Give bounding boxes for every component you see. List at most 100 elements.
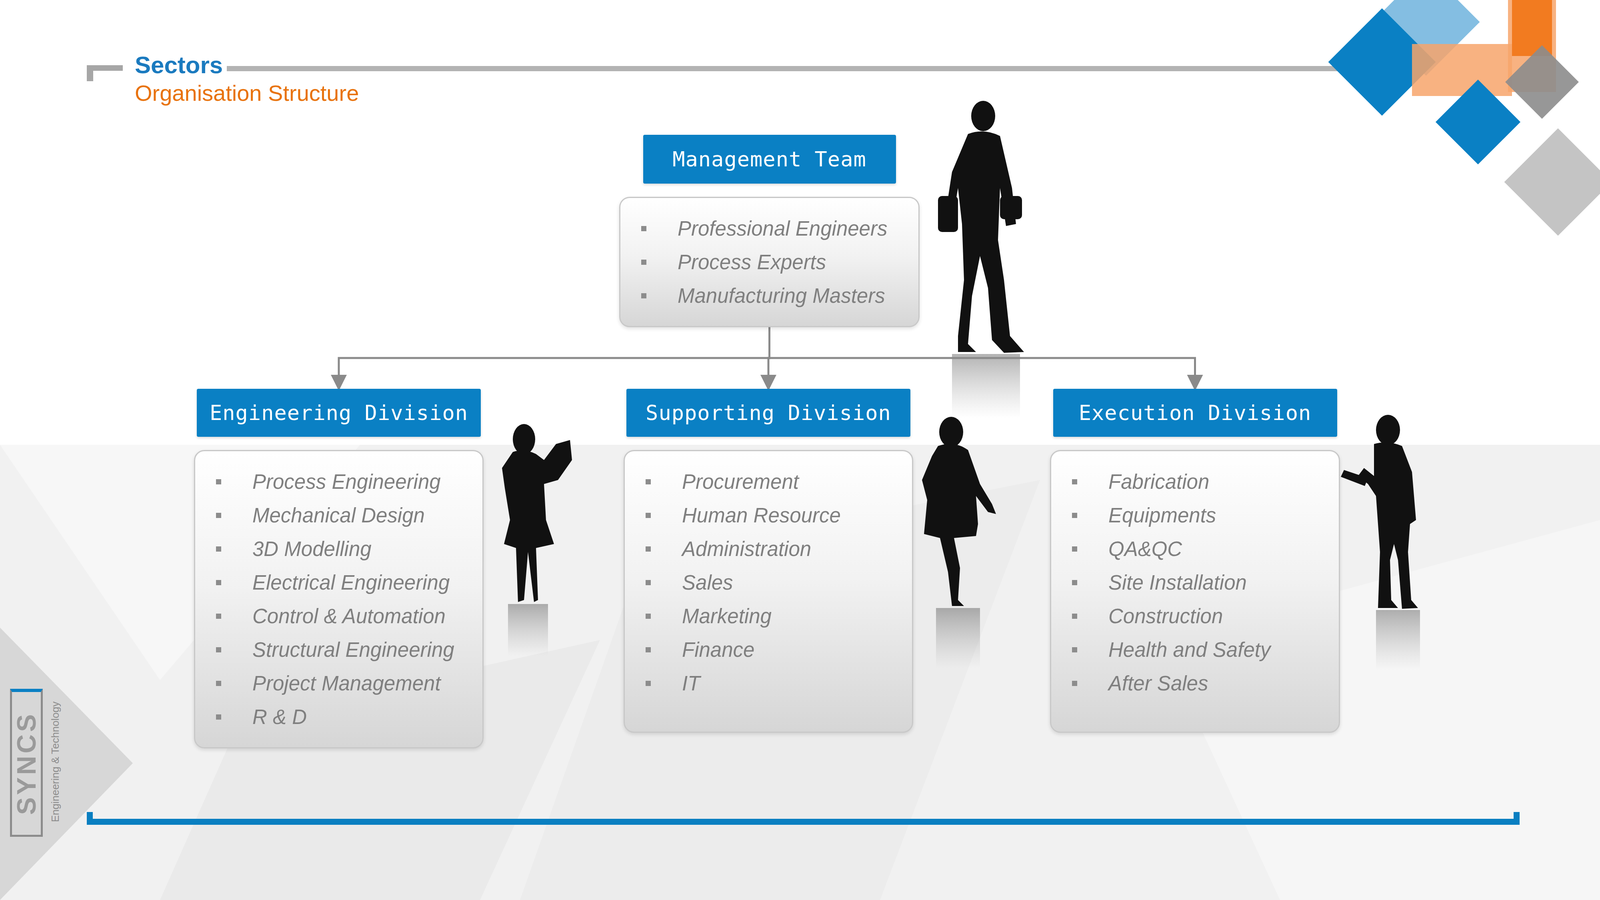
list-text: QA&QC (1108, 537, 1182, 561)
bullet-square (1072, 580, 1078, 586)
list-text: Mechanical Design (252, 503, 425, 528)
bullet-square (216, 647, 222, 653)
list-item: Process Experts (620, 245, 919, 279)
list-item: Procurement (624, 464, 912, 499)
bullet-square (216, 580, 222, 586)
page-subtitle: Organisation Structure (134, 80, 359, 106)
list-text: Electrical Engineering (252, 570, 450, 595)
list-item: After Sales (1051, 666, 1339, 700)
bullet-square (1072, 613, 1078, 619)
list-item: Site Installation (1051, 565, 1339, 600)
bullet-square (645, 546, 651, 552)
list-item: Equipments (1051, 498, 1339, 532)
header-text: Execution Division (1078, 400, 1312, 425)
list-item: Fabrication (1051, 464, 1339, 499)
bullet-square (216, 479, 222, 485)
bullet-square (216, 714, 222, 720)
list-item: Health and Safety (1051, 632, 1339, 667)
bullet-square (645, 647, 651, 653)
list-item: Control & Automation (195, 599, 483, 633)
list-item: Marketing (624, 599, 912, 633)
list-item: Structural Engineering (195, 632, 483, 667)
list-text: After Sales (1108, 671, 1208, 696)
list-text: Site Installation (1108, 570, 1247, 595)
header-box: Management Team (643, 134, 896, 184)
header-box: Engineering Division (196, 388, 481, 437)
bullet-square (645, 613, 651, 619)
list-item: Electrical Engineering (195, 565, 483, 600)
list-text: Equipments (1108, 503, 1216, 528)
list-item: Finance (624, 632, 912, 667)
division-node: Supporting DivisionProcurementHuman Reso… (623, 388, 914, 733)
list-text: Health and Safety (1108, 638, 1271, 662)
woman-silhouette (502, 424, 572, 602)
list-item: Administration (624, 532, 912, 566)
header-box: Execution Division (1053, 388, 1338, 437)
bullet-square (216, 512, 222, 518)
bullet-square (645, 512, 651, 518)
businessman-silhouette (938, 100, 1024, 353)
bullet-square (641, 293, 647, 299)
tree-connector (769, 327, 1196, 389)
walking-woman-silhouette (922, 416, 996, 606)
list-text: Professional Engineers (677, 216, 888, 241)
list-text: Project Management (252, 671, 441, 696)
bullet-square (645, 479, 651, 485)
list-item: R & D (195, 700, 483, 734)
list-text: Sales (682, 570, 734, 595)
list-box: Professional EngineersProcess ExpertsMan… (619, 196, 920, 328)
list-box: ProcurementHuman ResourceAdministrationS… (623, 450, 914, 733)
list-item: Professional Engineers (620, 211, 919, 246)
division-node: Execution DivisionFabricationEquipmentsQ… (1050, 388, 1340, 733)
bullet-square (216, 613, 222, 619)
bullet-square (645, 580, 651, 586)
list-text: Fabrication (1108, 470, 1210, 494)
man-tablet-silhouette (1340, 414, 1418, 609)
list-text: Manufacturing Masters (677, 284, 886, 308)
list-text: Marketing (682, 604, 772, 628)
division-node: Engineering DivisionProcess EngineeringM… (194, 388, 484, 749)
list-text: IT (682, 671, 700, 696)
bullet-square (216, 546, 222, 552)
list-item: Manufacturing Masters (620, 278, 919, 313)
list-item: Sales (624, 565, 912, 600)
bullet-square (1072, 512, 1078, 518)
bullet-square (641, 259, 647, 265)
list-item: IT (624, 666, 912, 700)
bullet-square (645, 680, 651, 686)
bullet-square (641, 226, 647, 232)
bullet-square (1072, 546, 1078, 552)
list-text: Process Engineering (252, 470, 441, 494)
bullet-square (1072, 680, 1078, 686)
bullet-square (216, 680, 222, 686)
list-box: FabricationEquipmentsQA&QC Site Installat… (1050, 450, 1340, 733)
bullet-square (1072, 647, 1078, 653)
list-text: Human Resource (682, 503, 841, 528)
list-text: Structural Engineering (252, 638, 455, 662)
list-item: Construction (1051, 599, 1339, 633)
list-item: Human Resource (624, 498, 912, 532)
list-text: Finance (682, 638, 755, 662)
list-text: Process Experts (677, 250, 826, 274)
list-text: 3D Modelling (252, 537, 372, 561)
header-text: Supporting Division (645, 400, 892, 425)
list-item: Process Engineering (195, 464, 483, 499)
list-text: R & D (252, 705, 307, 729)
list-text: Procurement (682, 470, 799, 494)
logo-text: SYNCS (10, 688, 43, 837)
header-text: Engineering Division (209, 400, 468, 425)
list-item: Project Management (195, 666, 483, 700)
list-item: 3D Modelling (195, 532, 483, 566)
list-text: Control & Automation (252, 604, 446, 628)
list-item: QA&QC (1051, 532, 1339, 566)
header-text: Management Team (672, 147, 867, 172)
bullet-square (1072, 479, 1078, 485)
tree-connector (338, 327, 770, 389)
list-item: Mechanical Design (195, 498, 483, 532)
management-node: Management TeamProfessional EngineersPro… (619, 134, 920, 328)
list-text: Construction (1108, 604, 1223, 628)
list-box: Process EngineeringMechanical Design 3D M… (194, 450, 484, 749)
page-title: Sectors (134, 51, 223, 79)
list-text: Administration (682, 537, 812, 561)
header-box: Supporting Division (626, 388, 911, 437)
